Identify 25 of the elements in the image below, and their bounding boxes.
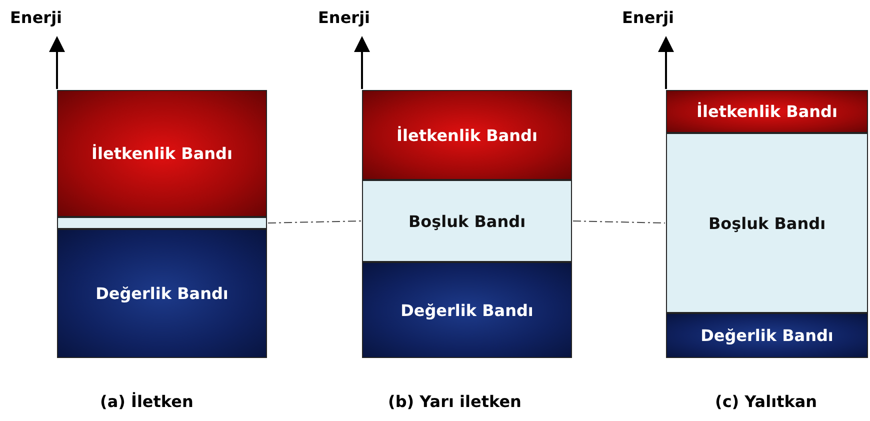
axis-label: Enerji <box>622 8 674 27</box>
band-label: Değerlik Bandı <box>96 284 228 303</box>
band-label: Boşluk Bandı <box>708 214 826 232</box>
panel-caption: (c) Yalıtkan <box>715 392 818 411</box>
band-label: İletkenlik Bandı <box>696 102 838 121</box>
conduction-band <box>57 90 267 217</box>
band-label: İletkenlik Bandı <box>396 126 538 144</box>
band-label: İletkenlik Bandı <box>92 144 232 163</box>
level-line <box>572 220 666 224</box>
panel-caption: (b) Yarı iletken <box>388 392 522 411</box>
valence-band <box>362 262 572 358</box>
conduction-band <box>666 90 868 133</box>
band-label: Değerlik Bandı <box>700 326 834 345</box>
axis-label: Enerji <box>10 8 62 27</box>
band-gap <box>362 180 572 262</box>
valence-band <box>57 229 267 358</box>
band-gap <box>57 217 267 229</box>
level-line <box>268 220 362 224</box>
conduction-band <box>362 90 572 180</box>
valence-band <box>666 313 868 358</box>
band-label: Boşluk Bandı <box>408 212 526 230</box>
panel-caption: (a) İletken <box>100 392 194 411</box>
band-label: Değerlik Bandı <box>400 300 534 320</box>
band-gap <box>666 133 868 313</box>
axis-label: Enerji <box>318 8 370 27</box>
